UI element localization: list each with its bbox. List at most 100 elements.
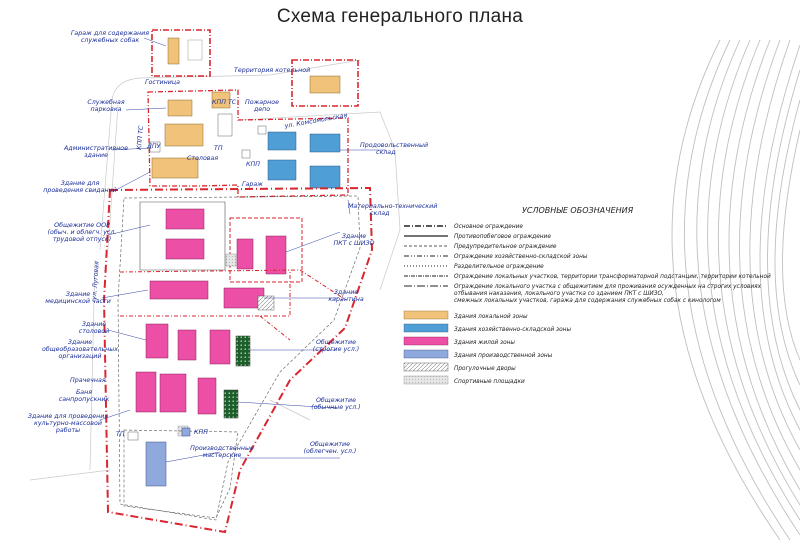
walking-yard <box>235 335 251 367</box>
label-line: ПКТ с ШИЗО <box>334 240 375 247</box>
storage-building-2 <box>309 133 341 153</box>
label-line: Здание <box>342 233 366 240</box>
storage-building-1 <box>267 131 297 151</box>
residential-building <box>145 323 169 359</box>
legend-swatch-residential <box>403 336 449 346</box>
label-line: работы <box>55 426 80 434</box>
label-strict: Общежитие(строгие усл.) <box>313 338 359 353</box>
label-line: медицинской части <box>45 298 111 305</box>
label-line: Здание для <box>61 180 100 187</box>
page-title: Схема генерального плана <box>276 6 524 27</box>
label-line: общеобразовательных <box>42 345 118 353</box>
legend: УСЛОВНЫЕ ОБОЗНАЧЕНИЯ Основное ограждение… <box>403 206 771 385</box>
main-perimeter <box>102 186 374 534</box>
inner-perimeter <box>117 195 361 521</box>
residential-building <box>135 371 157 413</box>
storage-building-4 <box>309 165 341 189</box>
legend-line-label: Основное ограждение <box>454 224 523 230</box>
legend-zone-label: Здания локальной зоны <box>454 314 528 320</box>
admin-building <box>164 123 204 147</box>
legend-title: УСЛОВНЫЕ ОБОЗНАЧЕНИЯ <box>522 206 634 215</box>
kpp2-building <box>181 427 191 437</box>
label-line: здание <box>84 152 108 159</box>
label-line: Здание для проведения <box>28 413 108 420</box>
label-tp: ТП <box>214 145 223 152</box>
label-boiler: Территория котельной <box>234 67 310 74</box>
tp2-building <box>127 431 139 441</box>
legend-line-text: смежных локальных участков, гаража для с… <box>454 298 721 304</box>
garage-enclosure <box>151 29 211 77</box>
legend-line-label: Предупредительное ограждение <box>454 244 557 250</box>
label-line: Административное <box>63 145 128 152</box>
label-line: Материально-технический <box>348 203 437 210</box>
legend-zone-label: Здания производственной зоны <box>454 353 553 359</box>
label-normal: Общежитие(обычные усл.) <box>311 396 361 411</box>
production-zone-fence <box>123 429 239 519</box>
residential-building <box>236 238 254 270</box>
legend-line-label: Ограждение локальных участков, территори… <box>454 274 771 280</box>
legend-zone-label: Здания жилой зоны <box>454 340 515 346</box>
boiler-enclosure <box>291 59 359 107</box>
label-line: Общежитие <box>316 338 356 346</box>
walking-yard <box>223 389 239 419</box>
label-side-street: ул. Луговая <box>91 261 101 301</box>
label-line: Общежитие <box>316 396 356 404</box>
fire-depot <box>217 113 233 137</box>
label-line: (облегчен. усл.) <box>304 447 357 455</box>
legend-zone-label: Здания хозяйственно-складской зоны <box>454 327 571 333</box>
label-line: Производственные <box>190 445 254 452</box>
decorative-arcs <box>671 39 800 541</box>
label-street: ул. Комсомольская <box>283 112 348 130</box>
label-line: Здание <box>66 291 90 298</box>
label-line: парковка <box>90 106 121 113</box>
label-canteen: Столовая <box>187 155 218 162</box>
canteen-staff <box>211 91 231 109</box>
label-hotel: Гостиница <box>145 79 180 86</box>
legend-line-label: Ограждение хозяйственно-складской зоны <box>454 254 588 260</box>
economic-zone-fence <box>147 89 349 198</box>
dpu-building <box>149 141 161 153</box>
label-line: служебных собак <box>81 36 140 44</box>
label-line: карантина <box>328 296 364 303</box>
medical-building <box>149 280 209 300</box>
division-fences <box>119 269 347 341</box>
label-tp2: ТП <box>116 431 125 438</box>
legend-swatch-sports <box>403 375 449 385</box>
label-line: столовой <box>79 328 110 335</box>
storage-building-3 <box>267 159 297 181</box>
label-line: Баня <box>76 389 92 396</box>
label-line: Общежитие ООР <box>54 221 110 229</box>
legend-line-text: отбывания наказания, локального участка … <box>454 291 664 297</box>
label-kpp-ts-side: КПП ТС <box>136 125 145 150</box>
legend-line-label: Противопобеговое ограждение <box>454 234 551 240</box>
legend-line-label: Разделительное ограждение <box>454 264 544 270</box>
label-line: Здание <box>68 339 92 346</box>
legend-line-text: Ограждение локального участка с общежити… <box>454 284 762 290</box>
legend-swatch-production <box>403 349 449 359</box>
label-line: Пожарное <box>245 99 279 106</box>
residential-building <box>159 373 187 413</box>
label-line: (строгие усл.) <box>313 346 359 353</box>
label-line: Гараж для содержания <box>71 30 149 37</box>
label-kpp: КПП <box>246 161 260 168</box>
residential-building <box>177 329 197 361</box>
boiler-building <box>309 75 341 94</box>
label-line: (обыч. и облегч. усл. <box>48 228 117 236</box>
label-line: санпропускник <box>59 396 110 403</box>
label-kpp-ts: КПП ТС <box>212 99 237 106</box>
tp-building <box>257 125 267 135</box>
label-line: трудовой отпуск) <box>53 236 111 243</box>
walking-yard-hatch <box>257 295 275 311</box>
